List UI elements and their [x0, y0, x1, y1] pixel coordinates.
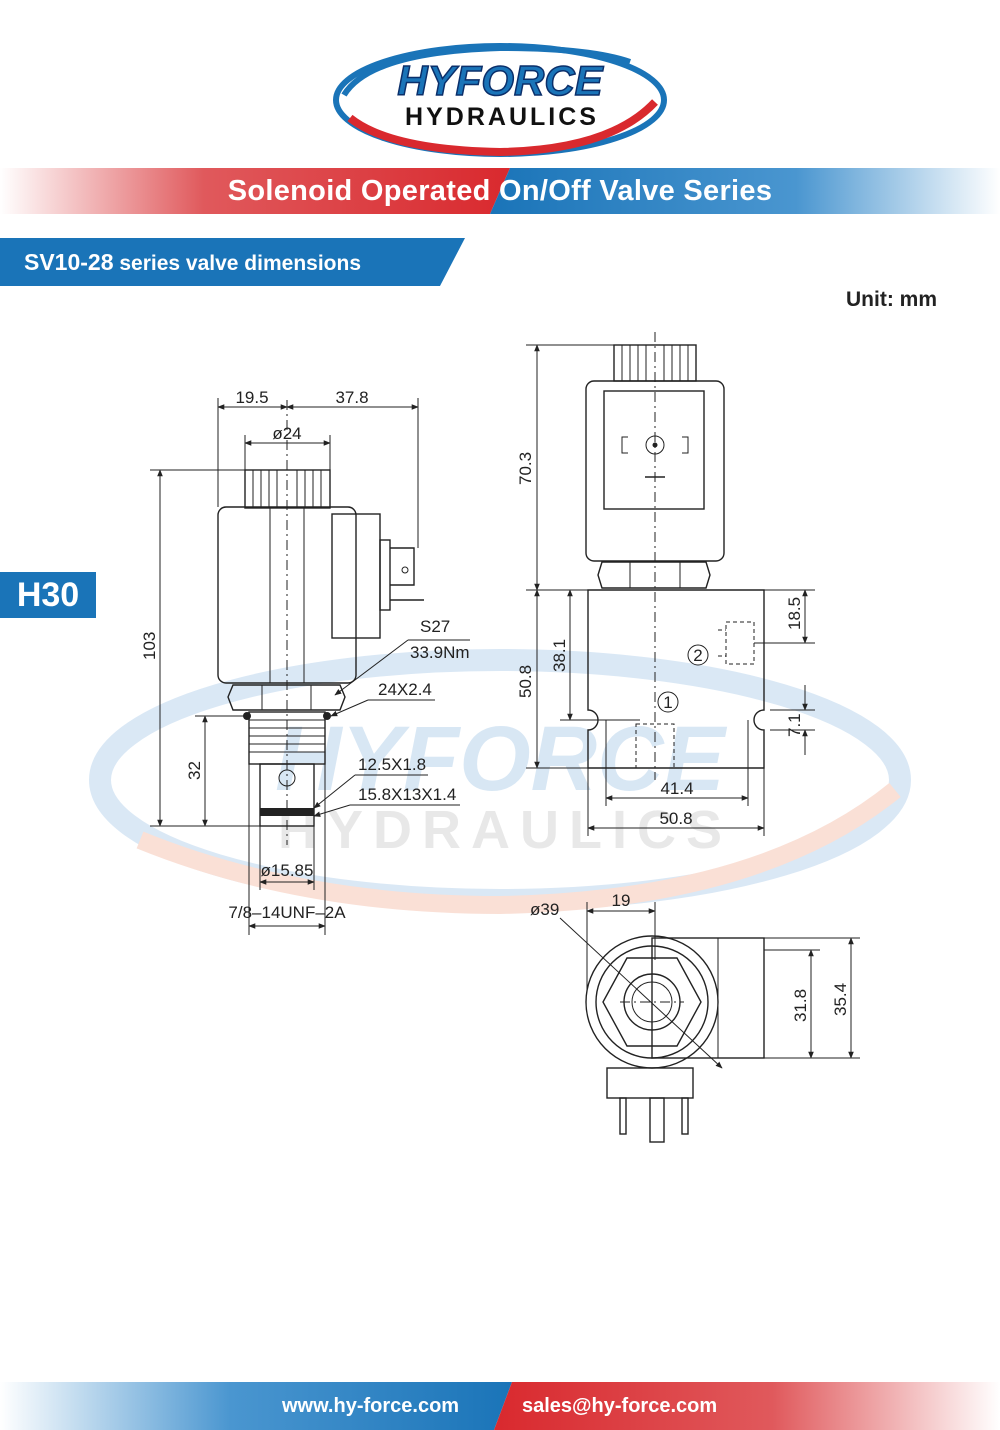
side-tab-h30: H30 [0, 572, 96, 618]
side-view: 19.5 37.8 ø24 103 32 S27 33.9Nm 24X2.4 1… [140, 388, 470, 935]
dim-thread: 7/8–14UNF–2A [228, 903, 346, 922]
dim-body-height: 50.8 [516, 665, 535, 698]
dim-port-height: 38.1 [550, 639, 569, 672]
front-view: 2 1 70.3 50.8 38.1 18.5 7.1 41. [516, 332, 815, 836]
series-banner [0, 168, 1000, 214]
dim-hex-size: S27 [420, 617, 450, 636]
watermark-line1: HYFORCE [275, 708, 727, 810]
dim-port2-offset: 18.5 [785, 597, 804, 630]
dim-bottom-h1: 31.8 [791, 989, 810, 1022]
dim-mount-offset: 7.1 [785, 713, 804, 737]
dim-bottom-h2: 35.4 [831, 983, 850, 1016]
company-logo: HYFORCE HYDRAULICS [333, 43, 667, 157]
dim-bottom-offset: 19 [612, 891, 631, 910]
dim-backup-ring: 15.8X13X1.4 [358, 785, 456, 804]
dim-coil-height: 70.3 [516, 452, 535, 485]
subtitle-box [0, 238, 465, 286]
subtitle-rest: series valve dimensions [119, 252, 361, 275]
subtitle-model: SV10-28 [24, 249, 114, 275]
dim-bottom-dia: ø39 [530, 900, 559, 919]
dim-oring-2: 12.5X1.8 [358, 755, 426, 774]
dim-dia-top: ø24 [272, 424, 301, 443]
dim-dia-bottom: ø15.85 [261, 861, 314, 880]
dim-body-width: 50.8 [659, 809, 692, 828]
port-2-label: 2 [693, 646, 702, 665]
logo-line2: HYDRAULICS [405, 103, 599, 131]
dim-height-cart: 32 [185, 761, 204, 780]
dim-width-b: 37.8 [335, 388, 368, 407]
dim-hole-span: 41.4 [660, 779, 693, 798]
watermark: HYFORCE HYDRAULICS [89, 649, 911, 915]
footer-email-link[interactable]: sales@hy-force.com [522, 1395, 718, 1417]
port-1-label: 1 [663, 693, 672, 712]
dim-height-total: 103 [140, 632, 159, 660]
unit-label: Unit: mm [846, 288, 937, 311]
dim-oring-1: 24X2.4 [378, 680, 432, 699]
dim-torque: 33.9Nm [410, 643, 470, 662]
logo-line1: HYFORCE [397, 57, 604, 104]
dim-width-a: 19.5 [235, 388, 268, 407]
section-subtitle: SV10-28 series valve dimensions [24, 238, 361, 286]
series-title: Solenoid Operated On/Off Valve Series [227, 175, 773, 207]
footer-website-link[interactable]: www.hy-force.com [282, 1395, 460, 1417]
top-view: ø39 19 31.8 35.4 [530, 891, 860, 1143]
footer-bar [0, 1382, 1000, 1430]
